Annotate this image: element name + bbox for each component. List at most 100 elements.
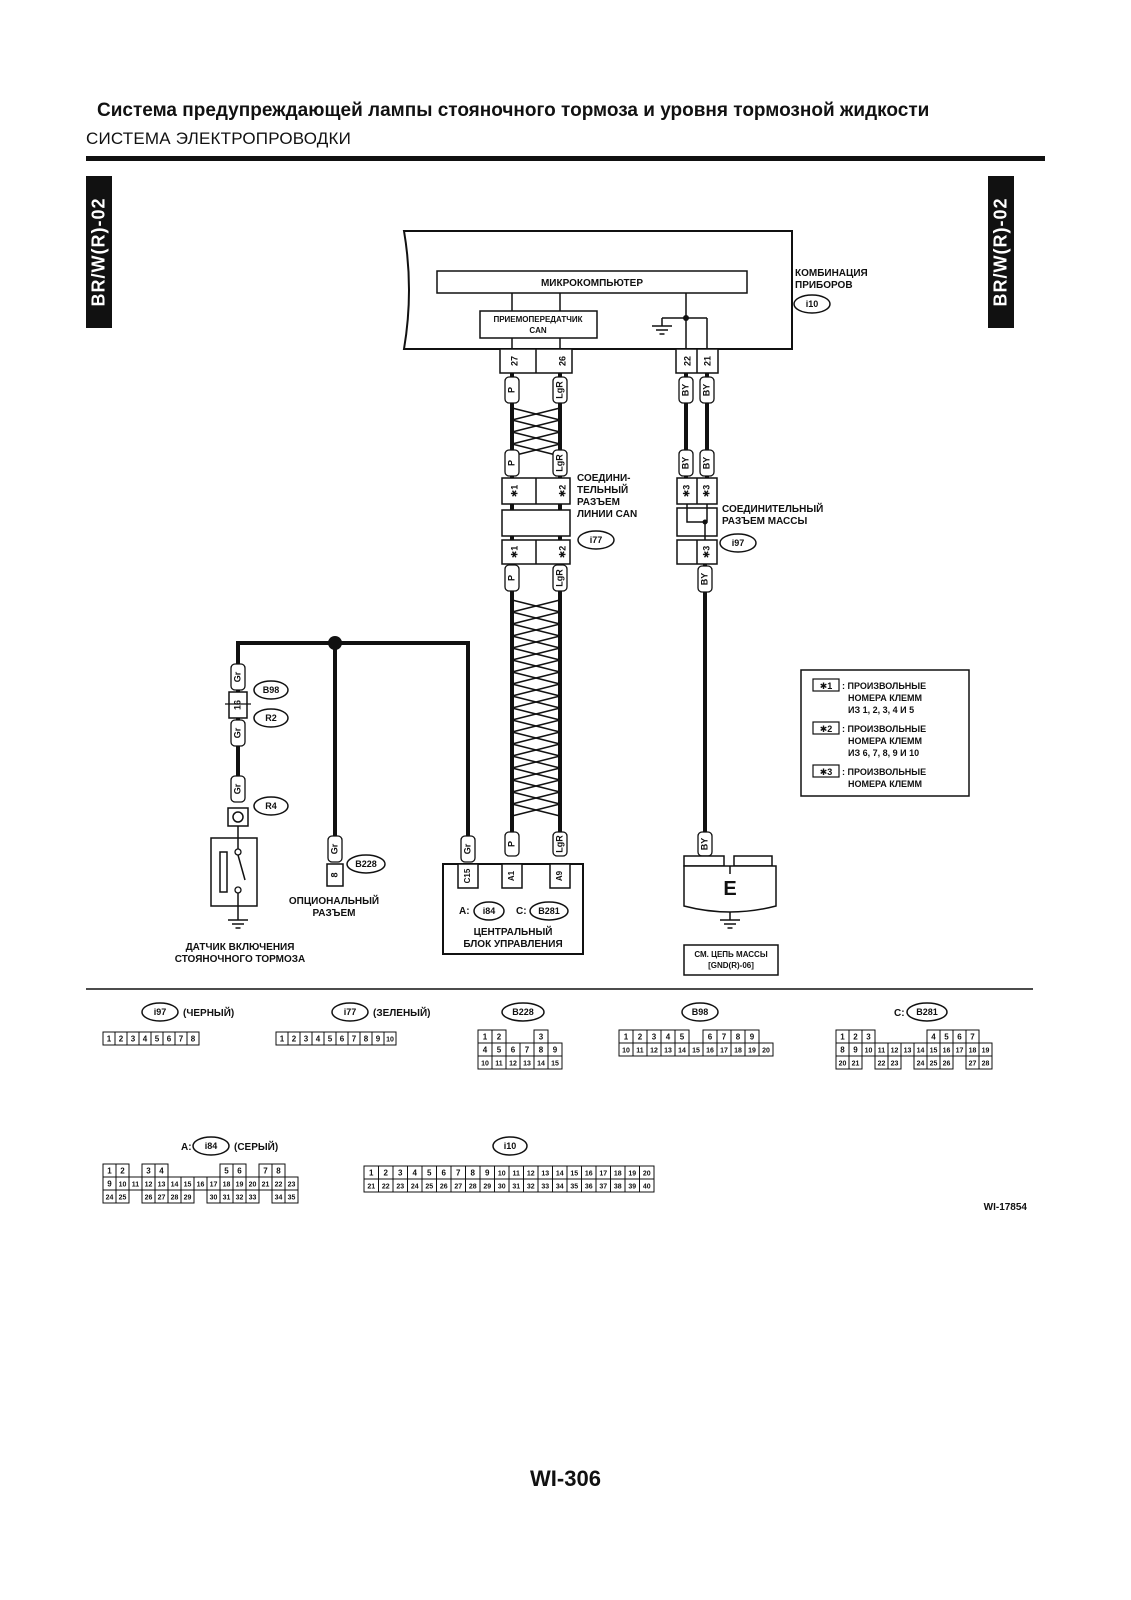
connector-pin-label: 9 bbox=[750, 1033, 755, 1042]
connector-pin-label: 13 bbox=[664, 1048, 672, 1055]
connector-pin-label: 6 bbox=[708, 1033, 713, 1042]
connector-pin-label: 19 bbox=[236, 1182, 244, 1189]
connector-pin-label: 2 bbox=[853, 1033, 858, 1042]
connector-pin-label: 22 bbox=[275, 1182, 283, 1189]
connector-pin-label: 6 bbox=[167, 1035, 172, 1044]
connector-pin-label: 9 bbox=[485, 1169, 490, 1178]
legend-2-line-1: : ПРОИЗВОЛЬНЫЕ bbox=[842, 724, 926, 734]
connector-pin-label: 4 bbox=[666, 1033, 671, 1042]
wire-color-gr-2: Gr bbox=[232, 727, 242, 738]
connector-pin-label: 7 bbox=[456, 1169, 461, 1178]
connector-pin-label: 7 bbox=[525, 1046, 530, 1055]
connector-pin-label: 13 bbox=[904, 1048, 912, 1055]
can-joint-connector-id: i77 bbox=[590, 535, 603, 545]
side-tab-right: BR/W(R)-02 bbox=[988, 176, 1014, 328]
can-joint-pin1-top: ✱1 bbox=[509, 485, 519, 498]
connector-pin-label: 11 bbox=[132, 1182, 140, 1189]
connector-pin-label: 5 bbox=[680, 1033, 685, 1042]
connector-pin-label: 3 bbox=[304, 1035, 309, 1044]
connector-pin-label: 24 bbox=[917, 1061, 925, 1068]
connector-pin-label: 14 bbox=[678, 1048, 686, 1055]
ground-joint-pin3-a: ✱3 bbox=[681, 485, 691, 498]
connector-pin-label: 26 bbox=[145, 1195, 153, 1202]
connector-pin-cell bbox=[383, 1031, 397, 1046]
ground-joint-connector-id: i97 bbox=[732, 538, 745, 548]
connector-pin-label: 3 bbox=[652, 1033, 657, 1042]
connector-pin-label: 38 bbox=[614, 1184, 622, 1191]
connector-pin-label: 20 bbox=[839, 1061, 847, 1068]
figure-code: WI-17854 bbox=[984, 1202, 1028, 1213]
can-transceiver-block bbox=[479, 310, 598, 339]
connector-pin-label: 5 bbox=[328, 1035, 333, 1044]
legend-1-line-3: ИЗ 1, 2, 3, 4 И 5 bbox=[848, 705, 914, 715]
parking-brake-switch: ДАТЧИК ВКЛЮЧЕНИЯ СТОЯНОЧНОГО ТОРМОЗА bbox=[175, 807, 306, 965]
can-joint-label-2: ТЕЛЬНЫЙ bbox=[577, 483, 628, 496]
view-b281-prefix: C: bbox=[894, 1008, 905, 1019]
connector-pin-label: 15 bbox=[570, 1171, 578, 1178]
optional-connector-pin: 8 bbox=[329, 872, 339, 877]
connector-pin-label: 21 bbox=[852, 1061, 860, 1068]
connector-pin-cell bbox=[758, 1042, 774, 1057]
connector-pin-label: 2 bbox=[292, 1035, 297, 1044]
connector-pin-label: 13 bbox=[523, 1061, 531, 1068]
connector-pin-label: 1 bbox=[840, 1033, 845, 1042]
connector-pin-label: 30 bbox=[210, 1195, 218, 1202]
view-b98-id: B98 bbox=[692, 1007, 709, 1017]
legend-key-2: ✱2 bbox=[820, 724, 833, 734]
header-rule bbox=[86, 156, 1045, 161]
ccu-connector-i84: i84 bbox=[483, 906, 496, 916]
connector-pin-cell bbox=[284, 1189, 299, 1204]
connector-pin-label: 27 bbox=[969, 1061, 977, 1068]
legend-key-1: ✱1 bbox=[820, 681, 833, 691]
connector-pin-label: 14 bbox=[537, 1061, 545, 1068]
connector-pin-label: 5 bbox=[944, 1033, 949, 1042]
connector-pin-label: 25 bbox=[425, 1184, 433, 1191]
page-title: Система предупреждающей лампы стояночног… bbox=[97, 100, 930, 121]
connector-pin-label: 28 bbox=[469, 1184, 477, 1191]
connector-pin-label: 2 bbox=[119, 1035, 124, 1044]
connector-pin-label: 17 bbox=[210, 1182, 218, 1189]
parking-switch-label-2: СТОЯНОЧНОГО ТОРМОЗА bbox=[175, 954, 306, 965]
wire-color-by-3: BY bbox=[680, 457, 690, 470]
ccu-pin-a9: A9 bbox=[555, 870, 564, 881]
connector-pin-label: 17 bbox=[956, 1048, 964, 1055]
can-joint-label-4: ЛИНИИ CAN bbox=[577, 509, 637, 520]
optional-connector-label-1: ОПЦИОНАЛЬНЫЙ bbox=[289, 894, 379, 907]
optional-connector: Gr 8 B228 ОПЦИОНАЛЬНЫЙ РАЗЪЕМ bbox=[289, 835, 386, 919]
connector-pin-cell bbox=[848, 1055, 863, 1070]
connector-pin-label: 2 bbox=[384, 1169, 389, 1178]
ground-joint-pin3-b: ✱3 bbox=[701, 485, 711, 498]
connector-pin-label: 11 bbox=[495, 1061, 503, 1068]
connector-pin-label: 3 bbox=[398, 1169, 403, 1178]
wire-color-gr-4: Gr bbox=[329, 843, 339, 854]
connector-pin-label: 6 bbox=[340, 1035, 345, 1044]
connector-pin-label: 6 bbox=[511, 1046, 516, 1055]
connector-pin-label: 11 bbox=[878, 1048, 886, 1055]
connector-pin-label: 18 bbox=[734, 1048, 742, 1055]
view-i97-color: (ЧЕРНЫЙ) bbox=[183, 1006, 234, 1019]
connector-pin-label: 8 bbox=[840, 1046, 845, 1055]
connector-pin-label: 4 bbox=[483, 1046, 488, 1055]
can-joint-pin1-bottom: ✱1 bbox=[509, 546, 519, 559]
connector-pin-label: 30 bbox=[498, 1184, 506, 1191]
wire-color-gr-3: Gr bbox=[232, 783, 242, 794]
view-b281-id: B281 bbox=[916, 1007, 938, 1017]
ground-ref-label-2: [GND(R)-06] bbox=[708, 961, 754, 970]
connector-pin-label: 27 bbox=[454, 1184, 462, 1191]
can-wires bbox=[510, 373, 562, 843]
can-joint-label-1: СОЕДИНИ- bbox=[577, 473, 630, 484]
connector-pin-label: 1 bbox=[483, 1033, 488, 1042]
connector-pin-label: 20 bbox=[249, 1182, 257, 1189]
legend-2-line-2: НОМЕРА КЛЕММ bbox=[848, 736, 922, 746]
connector-pin-label: 8 bbox=[471, 1169, 476, 1178]
connector-pin-label: 31 bbox=[223, 1195, 231, 1202]
connector-pin-label: 15 bbox=[692, 1048, 700, 1055]
combination-meter-label-1: КОМБИНАЦИЯ bbox=[795, 268, 868, 279]
connector-pin-label: 10 bbox=[481, 1061, 489, 1068]
